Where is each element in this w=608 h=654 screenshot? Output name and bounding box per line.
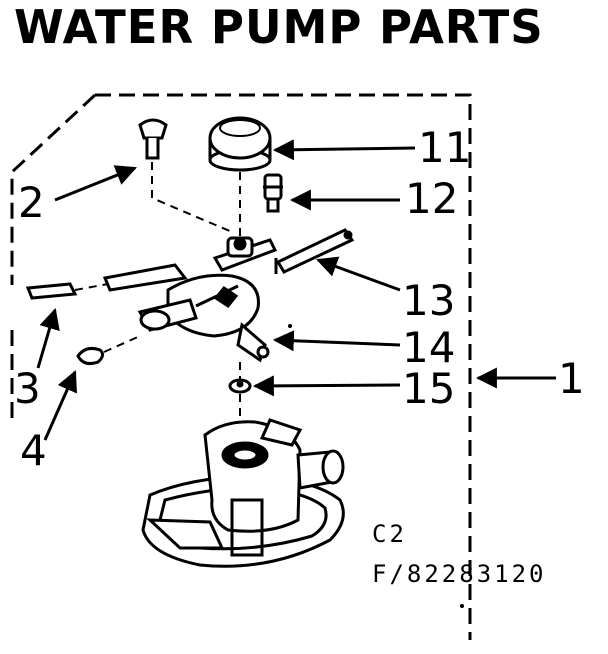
- arrow-11: [272, 139, 416, 161]
- diagram-title: WATER PUMP PARTS: [14, 0, 544, 54]
- assembly-boundary: [10, 93, 472, 640]
- callout-3: 3: [14, 364, 41, 413]
- callout-13: 13: [402, 276, 456, 325]
- diagram-code: C2: [372, 520, 407, 548]
- part-14-housing: [102, 236, 278, 363]
- callout-15: 15: [402, 364, 456, 413]
- callout-11: 11: [418, 123, 472, 172]
- arrow-4: [43, 370, 77, 441]
- callout-1: 1: [558, 354, 585, 403]
- assembly-leaders: [74, 162, 241, 420]
- part-12-fitting: [263, 173, 283, 213]
- part-4-clip: [76, 347, 105, 365]
- arrow-13: [316, 256, 401, 292]
- callout-14: 14: [402, 323, 456, 372]
- part-13-lever: [274, 228, 355, 274]
- callout-4: 4: [20, 426, 47, 475]
- pump-base: [141, 418, 345, 568]
- part-11-cap: [208, 116, 272, 172]
- callout-2: 2: [18, 178, 45, 227]
- arrow-2: [54, 165, 137, 202]
- part-15-washer: [228, 378, 252, 394]
- callout-12: 12: [405, 174, 459, 223]
- part-number: F/82283120: [372, 560, 547, 588]
- arrow-15: [252, 375, 401, 397]
- part-2-screw: [138, 118, 168, 160]
- arrow-14: [272, 330, 401, 352]
- arrow-3: [36, 307, 60, 369]
- part-3-bar: [25, 282, 78, 300]
- callout-arrows: [36, 139, 556, 441]
